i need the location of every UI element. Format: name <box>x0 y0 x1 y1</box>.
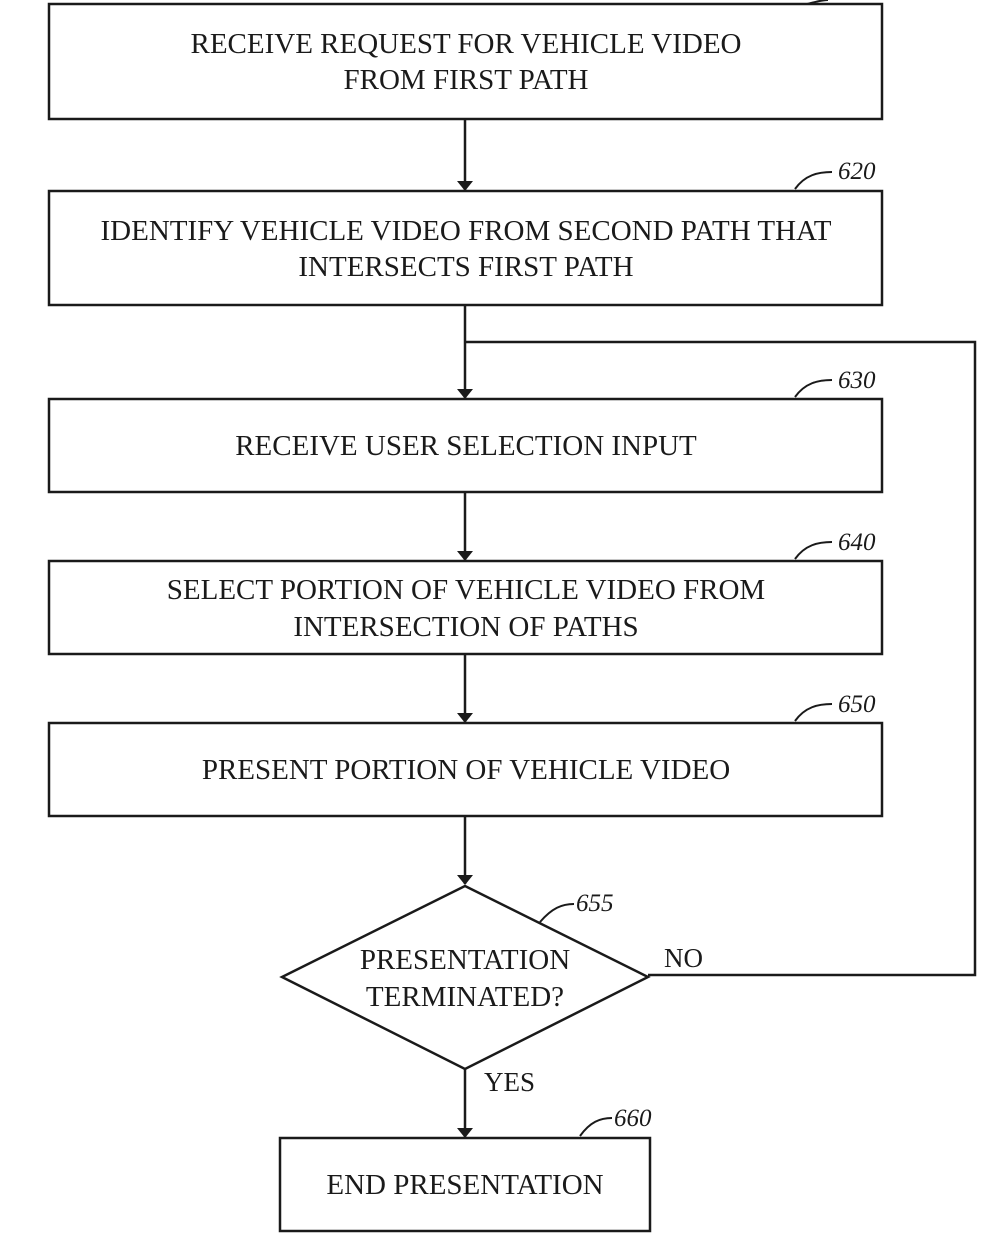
loop-back-line <box>465 340 977 977</box>
step-select-portion-box <box>47 559 884 656</box>
ref-650-leader <box>794 703 833 722</box>
step-receive-request: RECEIVE REQUEST FOR VEHICLE VIDEO FROM F… <box>47 2 884 121</box>
step-receive-request-line2: FROM FIRST PATH <box>344 64 589 96</box>
decision-no-label: NO <box>664 943 703 973</box>
step-select-portion: SELECT PORTION OF VEHICLE VIDEO FROM INT… <box>47 529 884 656</box>
ref-620-label: 620 <box>838 158 876 185</box>
ref-630-label: 630 <box>838 367 876 394</box>
step-identify-video-line2: INTERSECTS FIRST PATH <box>298 251 633 283</box>
ref-620-leader <box>794 171 833 190</box>
decision-presentation-terminated: PRESENTATION TERMINATED? 655 NO YES <box>279 884 703 1097</box>
step-present-portion-line1: PRESENT PORTION OF VEHICLE VIDEO <box>202 754 730 786</box>
step-select-portion-line2: INTERSECTION OF PATHS <box>293 611 638 643</box>
step-end-presentation-line1: END PRESENTATION <box>326 1169 603 1201</box>
step-identify-video: IDENTIFY VEHICLE VIDEO FROM SECOND PATH … <box>47 158 884 307</box>
step-identify-video-line1: IDENTIFY VEHICLE VIDEO FROM SECOND PATH … <box>101 215 832 247</box>
ref-640-label: 640 <box>838 529 876 556</box>
ref-640-leader <box>794 541 833 560</box>
ref-650-label: 650 <box>838 691 876 718</box>
ref-660-label: 660 <box>614 1105 652 1132</box>
decision-line2: TERMINATED? <box>366 981 564 1013</box>
step-identify-video-box <box>47 189 884 307</box>
step-receive-selection-box <box>47 397 884 494</box>
ref-630-leader <box>794 379 833 398</box>
step-select-portion-line1: SELECT PORTION OF VEHICLE VIDEO FROM <box>167 574 765 606</box>
step-receive-selection-line1: RECEIVE USER SELECTION INPUT <box>235 430 697 462</box>
step-receive-request-box <box>47 2 884 121</box>
ref-655-leader <box>539 903 575 923</box>
ref-655-label: 655 <box>576 890 614 917</box>
decision-line1: PRESENTATION <box>360 944 570 976</box>
step-present-portion-box <box>47 721 884 818</box>
decision-yes-label: YES <box>484 1067 535 1097</box>
step-end-presentation: END PRESENTATION 660 <box>278 1105 652 1233</box>
step-receive-selection: RECEIVE USER SELECTION INPUT 630 <box>47 367 884 494</box>
ref-660-leader <box>579 1117 613 1137</box>
step-receive-request-line1: RECEIVE REQUEST FOR VEHICLE VIDEO <box>191 28 742 60</box>
step-present-portion: PRESENT PORTION OF VEHICLE VIDEO 650 <box>47 691 884 818</box>
step-end-presentation-box <box>278 1136 652 1233</box>
